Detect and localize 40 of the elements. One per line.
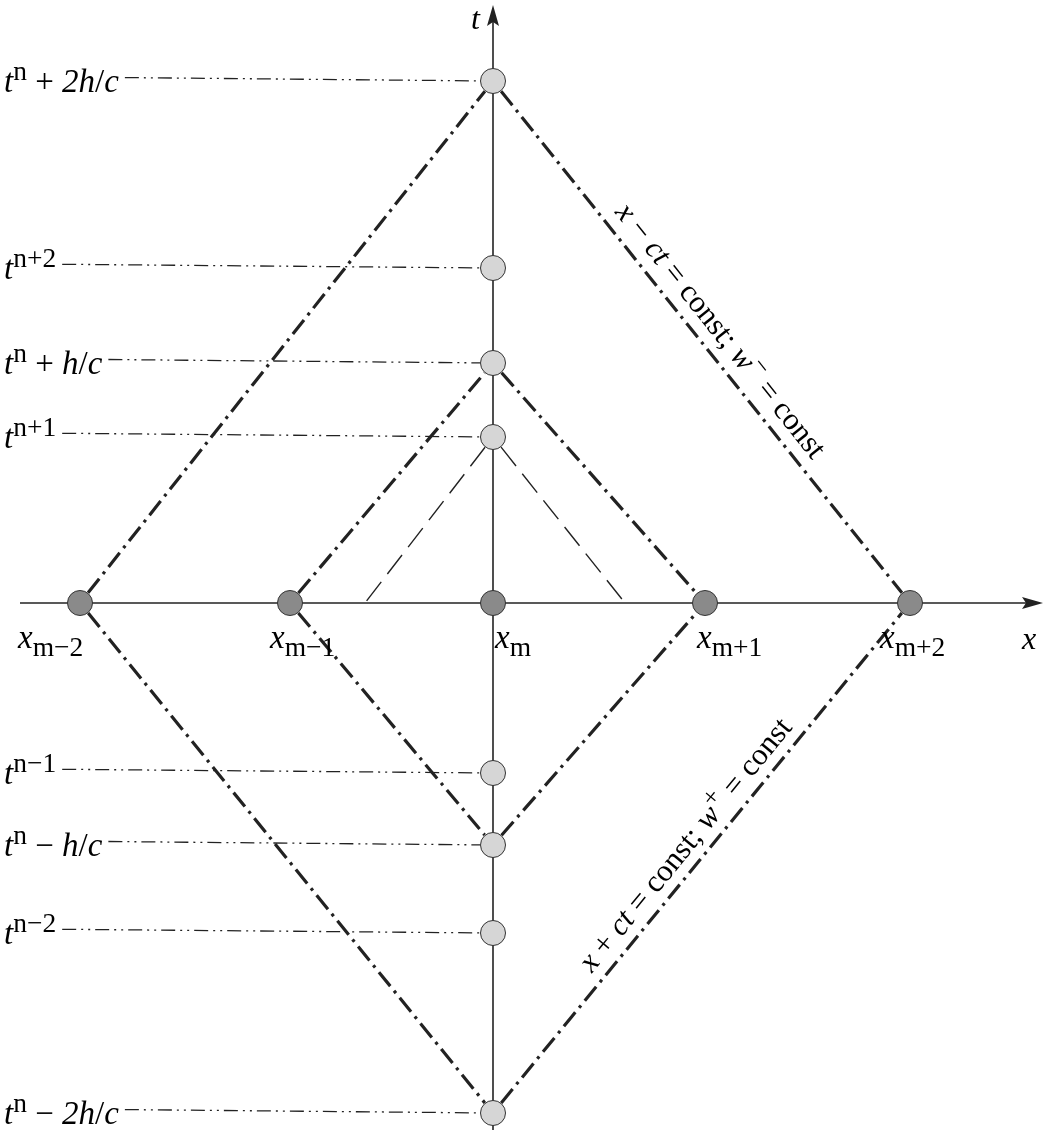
time-point (480, 68, 506, 94)
grid-point (897, 590, 923, 616)
characteristic-line (499, 90, 904, 594)
characteristic-line (86, 90, 487, 594)
position-label: x$_{m+2}$ (880, 621, 946, 661)
characteristic-line (500, 612, 903, 1104)
position-label: x$_{m−1}$ (270, 621, 336, 661)
leader-line (107, 840, 481, 846)
grid-point (277, 590, 303, 616)
leader-line (61, 928, 481, 934)
time-point (480, 760, 506, 786)
grid-point (692, 590, 718, 616)
leader-line (107, 358, 481, 364)
characteristic-line (86, 612, 487, 1104)
position-label: x$_{m+1}$ (697, 621, 763, 661)
time-point (480, 424, 506, 450)
position-label: x$_{m−2}$ (18, 621, 84, 661)
characteristic-line (297, 611, 486, 837)
time-level-label: t$^{n+1}$ (4, 412, 57, 454)
dashed-line (364, 446, 486, 604)
time-level-label: t$^{n}$ − 2h/c (4, 1088, 119, 1130)
position-label: x$_{m}$ (495, 621, 532, 661)
leader-line (61, 263, 481, 269)
axis-label: t (471, 2, 480, 34)
time-point (480, 350, 506, 376)
leader-line (61, 432, 481, 438)
axis-label: x (1022, 622, 1037, 654)
time-point (480, 832, 506, 858)
leader-line (61, 768, 481, 774)
grid-point (67, 590, 93, 616)
time-level-label: t$^{n}$ + 2h/c (4, 56, 119, 98)
time-level-label: t$^{n}$ + h/c (4, 338, 103, 380)
time-point (480, 255, 506, 281)
time-level-label: t$^{n−1}$ (4, 748, 57, 790)
time-level-label: t$^{n+2}$ (4, 243, 57, 285)
time-level-label: t$^{n}$ − h/c (4, 820, 103, 862)
time-point (480, 920, 506, 946)
grid-point (480, 590, 506, 616)
time-point (480, 1100, 506, 1126)
time-level-label: t$^{n−2}$ (4, 908, 57, 950)
